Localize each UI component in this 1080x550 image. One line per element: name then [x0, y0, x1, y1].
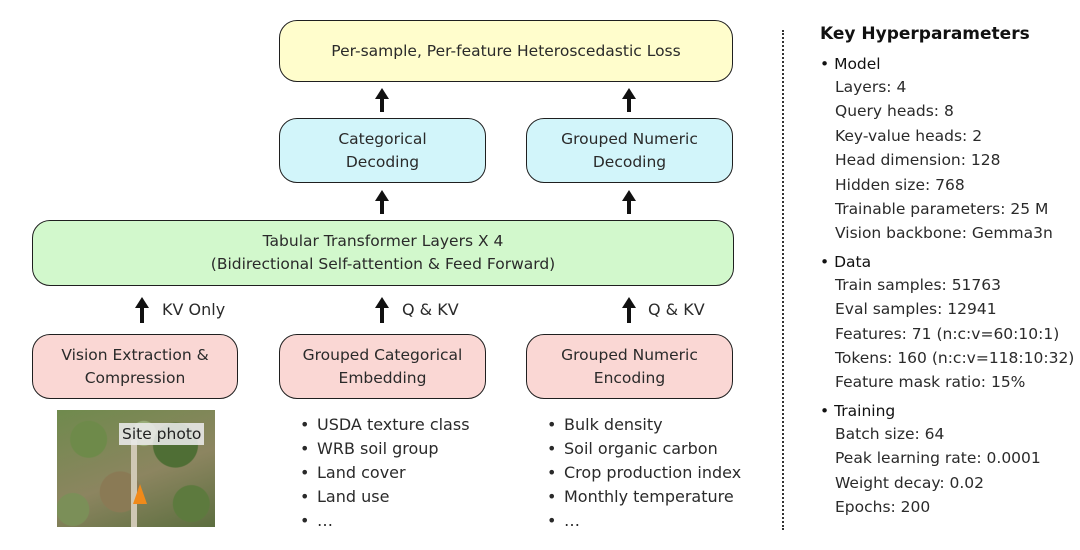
photo-tree-trunk	[131, 440, 137, 527]
categorical-embedding-line-2: Embedding	[338, 368, 427, 387]
hp-item: Head dimension: 128	[835, 151, 1001, 170]
edge-label-kv-only: KV Only	[162, 300, 226, 319]
categorical-decoding-box: Categorical Decoding	[279, 118, 486, 183]
hyperparameters-panel: Key Hyperparameters • Model Layers: 4 Qu…	[820, 22, 1075, 525]
hp-item: Tokens: 160 (n:c:v=118:10:32)	[835, 349, 1075, 368]
edge-label-q-kv-categorical: Q & KV	[402, 300, 459, 319]
hp-group-heading: • Training	[820, 401, 896, 420]
categorical-decoding-line-1: Categorical	[338, 129, 427, 148]
categorical-feature-item: Land use	[300, 485, 470, 509]
numeric-feature-item: …	[547, 509, 741, 533]
categorical-feature-item: USDA texture class	[300, 413, 470, 437]
arrow-vision-to-transformer	[135, 297, 149, 323]
numeric-feature-item: Soil organic carbon	[547, 437, 741, 461]
numeric-encoding-line-2: Encoding	[593, 368, 666, 387]
hp-item: Features: 71 (n:c:v=60:10:1)	[835, 324, 1060, 343]
hp-group-data: • Data Train samples: 51763 Eval samples…	[820, 251, 1075, 395]
categorical-feature-item: WRB soil group	[300, 437, 470, 461]
arrow-categorical-to-loss	[375, 88, 389, 112]
loss-label: Per-sample, Per-feature Heteroscedastic …	[331, 41, 681, 60]
tabular-transformer-box: Tabular Transformer Layers X 4 (Bidirect…	[32, 220, 734, 286]
hp-group-model: • Model Layers: 4 Query heads: 8 Key-val…	[820, 53, 1070, 246]
vision-extraction-line-1: Vision Extraction &	[61, 345, 209, 364]
arrow-numeric-to-loss	[622, 88, 636, 112]
transformer-line-1: Tabular Transformer Layers X 4	[262, 232, 504, 250]
numeric-decoding-box: Grouped Numeric Decoding	[526, 118, 733, 183]
categorical-feature-item: …	[300, 509, 470, 533]
hp-item: Weight decay: 0.02	[835, 473, 985, 492]
arrow-transformer-to-categorical-decoding	[375, 190, 389, 214]
hp-group-name: Data	[834, 252, 872, 271]
vision-extraction-box: Vision Extraction & Compression	[32, 334, 238, 399]
hp-item: Hidden size: 768	[835, 175, 965, 194]
hp-item: Feature mask ratio: 15%	[835, 373, 1026, 392]
site-photo-image: Site photo	[57, 410, 215, 527]
hp-item: Layers: 4	[835, 78, 907, 96]
vision-extraction-line-2: Compression	[84, 368, 186, 387]
arrow-numeric-to-transformer	[622, 297, 636, 323]
numeric-decoding-line-1: Grouped Numeric	[561, 129, 698, 148]
grouped-numeric-encoding-box: Grouped Numeric Encoding	[526, 334, 733, 399]
categorical-embedding-line-1: Grouped Categorical	[302, 345, 463, 364]
heteroscedastic-loss-box: Per-sample, Per-feature Heteroscedastic …	[279, 20, 733, 82]
hp-item: Eval samples: 12941	[835, 300, 997, 319]
hp-item-list: Train samples: 51763 Eval samples: 12941…	[820, 273, 1075, 395]
hp-item-list: Batch size: 64 Peak learning rate: 0.000…	[820, 422, 1070, 520]
arrow-transformer-to-numeric-decoding	[622, 190, 636, 214]
hp-item: Key-value heads: 2	[835, 126, 983, 145]
panel-divider	[782, 30, 784, 530]
categorical-feature-item: Land cover	[300, 461, 470, 485]
hp-item: Epochs: 200	[835, 498, 931, 517]
numeric-encoding-line-1: Grouped Numeric	[561, 345, 698, 364]
hp-item: Peak learning rate: 0.0001	[835, 449, 1041, 468]
hp-item: Vision backbone: Gemma3n	[835, 224, 1053, 243]
hyperparameters-title: Key Hyperparameters	[820, 24, 1030, 44]
hp-group-training: • Training Batch size: 64 Peak learning …	[820, 400, 1070, 520]
hp-item: Train samples: 51763	[835, 275, 1002, 294]
hp-item: Query heads: 8	[835, 102, 954, 121]
grouped-categorical-embedding-box: Grouped Categorical Embedding	[279, 334, 486, 399]
numeric-feature-item: Crop production index	[547, 461, 741, 485]
hp-group-name: Model	[834, 55, 881, 73]
arrow-categorical-to-transformer	[375, 297, 389, 323]
photo-orange-flag	[133, 484, 147, 504]
numeric-feature-item: Monthly temperature	[547, 485, 741, 509]
categorical-decoding-line-2: Decoding	[345, 152, 420, 171]
hp-item-list: Layers: 4 Query heads: 8 Key-value heads…	[820, 75, 1070, 246]
hp-item: Trainable parameters: 25 M	[835, 200, 1049, 219]
site-photo-label: Site photo	[119, 423, 205, 445]
edge-label-q-kv-numeric: Q & KV	[648, 300, 705, 319]
numeric-feature-item: Bulk density	[547, 413, 741, 437]
numeric-feature-list: Bulk density Soil organic carbon Crop pr…	[547, 413, 741, 533]
transformer-line-2: (Bidirectional Self-attention & Feed For…	[210, 255, 556, 273]
hp-group-heading: • Data	[820, 252, 872, 271]
hp-group-heading: • Model	[820, 55, 881, 73]
hp-group-name: Training	[834, 401, 896, 420]
hp-item: Batch size: 64	[835, 424, 945, 443]
numeric-decoding-line-2: Decoding	[592, 152, 667, 171]
categorical-feature-list: USDA texture class WRB soil group Land c…	[300, 413, 470, 533]
